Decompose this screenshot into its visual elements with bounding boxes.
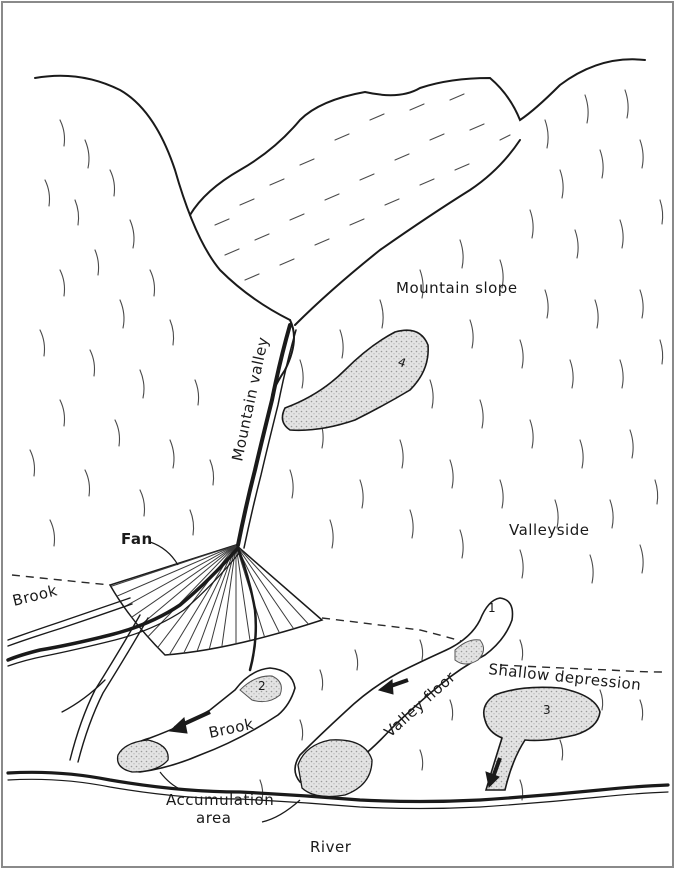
label-mountain-valley: Mountain valley — [228, 335, 272, 463]
label-fan: Fan — [121, 530, 153, 548]
slide-number-3: 3 — [543, 703, 551, 717]
far-ridge — [190, 59, 645, 215]
slide-number-2: 2 — [258, 679, 266, 693]
label-river: River — [310, 838, 352, 856]
label-accumulation: Accumulation — [166, 791, 274, 809]
fan-leader — [150, 542, 178, 565]
slope-hatching — [30, 90, 663, 583]
label-area: area — [196, 809, 231, 827]
debris-flow-3 — [484, 687, 600, 790]
label-brook-left: Brook — [11, 581, 60, 610]
debris-flow-4 — [282, 330, 428, 430]
left-ridge — [35, 76, 290, 320]
fan-boundary-left — [12, 575, 110, 585]
label-mountain-slope: Mountain slope — [396, 279, 518, 297]
alluvial-fan — [100, 545, 326, 665]
debris-flow-1 — [295, 598, 513, 796]
label-valleyside: Valleyside — [509, 521, 589, 539]
slide-number-1: 1 — [488, 601, 496, 615]
right-ridge-slope — [295, 140, 520, 325]
ridgelines — [35, 59, 645, 395]
debris-flow-2 — [118, 668, 295, 772]
dashed-boundaries — [12, 575, 665, 672]
